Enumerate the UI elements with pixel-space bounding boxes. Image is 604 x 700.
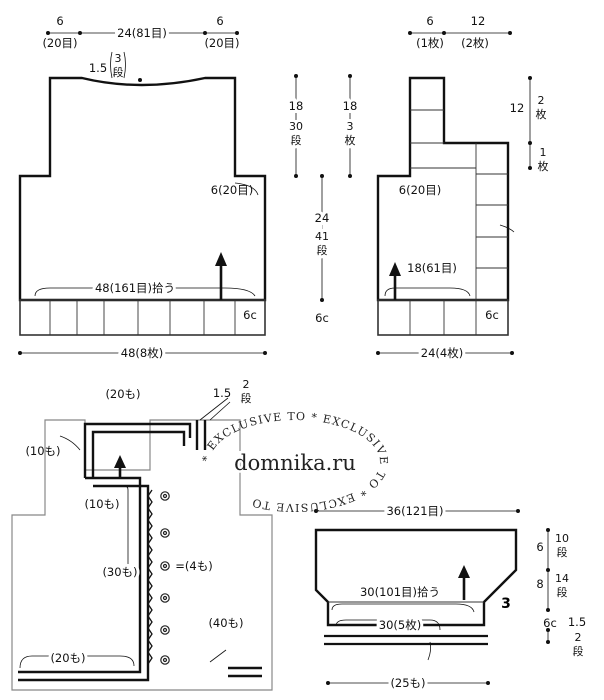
sleeve-height-1-unit: 段 xyxy=(557,545,568,559)
sleeve-outline xyxy=(314,528,518,627)
front-pickup-label: 18(61目) xyxy=(407,261,457,275)
band-stitch-marks xyxy=(147,489,153,665)
back-pickup-line xyxy=(34,287,256,297)
back-border-height: 6c xyxy=(243,308,257,322)
back-top-right-width: 6 xyxy=(216,14,223,28)
sleeve-cuff-extra-rows: 2 xyxy=(575,631,582,644)
front-side-dimension xyxy=(528,76,532,170)
back-armhole-bind: 6(20目) xyxy=(211,183,253,197)
front-direction-arrow xyxy=(389,262,401,300)
sleeve-height-2-unit: 段 xyxy=(557,585,568,599)
sleeve-pickup-label: 30(101目)拾う xyxy=(360,585,440,599)
front-outline xyxy=(376,76,510,302)
back-armhole-unit: 段 xyxy=(291,133,302,147)
sleeve-cuff-extra-unit: 段 xyxy=(573,644,584,658)
back-neck-drop: 1.5 xyxy=(89,61,107,75)
back-shoulder-slope: 18 xyxy=(343,99,358,113)
back-body-unit: 段 xyxy=(317,243,328,257)
back-neck-drop-rows: 3 xyxy=(115,52,122,65)
back-pickup-label: 48(161目)拾う xyxy=(95,281,175,295)
back-shoulder-unit: 枚 xyxy=(345,133,356,147)
back-bottom-dimension xyxy=(18,351,267,355)
sleeve-height-1: 6 xyxy=(536,540,543,554)
band-inner-label: (10も) xyxy=(84,497,119,511)
watermark-site: domnika.ru xyxy=(234,451,356,475)
watermark-stamp: * EXCLUSIVE TO * EXCLUSIVE TO * EXCLUSIV… xyxy=(200,410,389,514)
sleeve-cuff-height: 6c xyxy=(543,616,557,630)
back-top-left-width: 6 xyxy=(56,14,63,28)
front-top-right-width: 12 xyxy=(471,14,486,28)
front-panel: 6 (1枚) 12 (2枚) 12 2 枚 1 枚 6(20目) 18(61目)… xyxy=(376,14,552,363)
sleeve-height-1-rows: 10 xyxy=(555,532,569,545)
sleeve-top-dimension xyxy=(314,509,520,513)
front-pickup-line xyxy=(384,287,471,297)
sleeve-cuff-extra: 1.5 xyxy=(568,615,586,629)
sleeve-direction-arrow xyxy=(458,565,470,600)
front-bottom-dimension xyxy=(376,351,514,355)
front-border xyxy=(377,299,509,336)
band-panel: (20も) 1.5 2 段 (10も) (10も) (30も) =(4も) (2… xyxy=(11,378,273,691)
sleeve-side-dimension xyxy=(546,528,550,644)
back-panel: 6 (20目) 24(81目) 6 (20目) 1.5 3 段 18 30 段 … xyxy=(18,14,360,363)
band-neck xyxy=(83,420,207,478)
sleeve-bottom-label: (25も) xyxy=(390,676,425,690)
front-top-left-width: 6 xyxy=(426,14,433,28)
back-shoulder-rows: 3 xyxy=(347,120,354,133)
back-height-dimensions xyxy=(294,74,352,302)
front-neck-rows-1: 2 xyxy=(538,94,545,107)
band-step-unit: 段 xyxy=(241,391,252,405)
back-top-left-count: (20目) xyxy=(42,36,77,50)
back-armhole-curve xyxy=(234,182,259,196)
band-buttons xyxy=(160,491,170,665)
back-armhole-rows: 30 xyxy=(289,120,303,133)
band-button-label: =(4も) xyxy=(175,559,212,573)
sleeve-top-width: 36(121目) xyxy=(386,504,443,518)
band-bottom-label: (20も) xyxy=(50,651,85,665)
front-top-left-count: (1枚) xyxy=(416,36,444,50)
sleeve-cuff-number: 3 xyxy=(501,596,511,612)
back-neck-width: 24(81目) xyxy=(117,26,167,40)
back-body-height: 24 xyxy=(315,211,330,225)
front-neck-unit-2: 枚 xyxy=(538,159,549,173)
sleeve-height-2: 8 xyxy=(536,577,543,591)
back-direction-arrow xyxy=(215,252,227,300)
band-right-label: (40も) xyxy=(208,616,243,630)
sleeve-bottom-dimension xyxy=(326,681,490,685)
band-top-width: (20も) xyxy=(105,387,140,401)
front-border-height: 6c xyxy=(485,308,499,322)
band-front-edge xyxy=(18,476,262,682)
back-border xyxy=(19,299,266,336)
sleeve-border-label: 30(5枚) xyxy=(379,618,421,632)
band-side-length: (30も) xyxy=(102,565,137,579)
back-neck-drop-unit: 段 xyxy=(113,65,124,79)
back-body-rows: 41 xyxy=(315,230,329,243)
front-armhole-bind: 6(20目) xyxy=(399,183,441,197)
front-top-right-count: (2枚) xyxy=(461,36,489,50)
back-armhole-height: 18 xyxy=(289,99,304,113)
back-side-border-height: 6c xyxy=(315,311,329,325)
band-direction-arrow xyxy=(114,455,126,478)
front-neck-rows-2: 1 xyxy=(540,146,547,159)
front-bottom-width: 24(4枚) xyxy=(421,346,463,360)
front-neck-height: 12 xyxy=(510,101,525,115)
front-top-dimension xyxy=(408,31,512,35)
back-bottom-width: 48(8枚) xyxy=(121,346,163,360)
band-step-rows: 2 xyxy=(243,378,250,391)
front-neck-unit-1: 枚 xyxy=(536,107,547,121)
front-grid xyxy=(409,109,508,335)
sleeve-height-2-rows: 14 xyxy=(555,572,569,585)
back-border-divisions xyxy=(49,300,236,335)
band-body-outline xyxy=(11,419,273,691)
sleeve-cuff xyxy=(324,634,488,646)
back-top-right-count: (20目) xyxy=(204,36,239,50)
band-left-side: (10も) xyxy=(25,444,60,458)
back-outline xyxy=(18,76,267,302)
sleeve-panel: 36(121目) 30(101目)拾う 30(5枚) (25も) 3 6 10 … xyxy=(314,501,586,693)
band-step-label: 1.5 xyxy=(213,386,231,400)
back-top-dimension xyxy=(46,31,239,35)
